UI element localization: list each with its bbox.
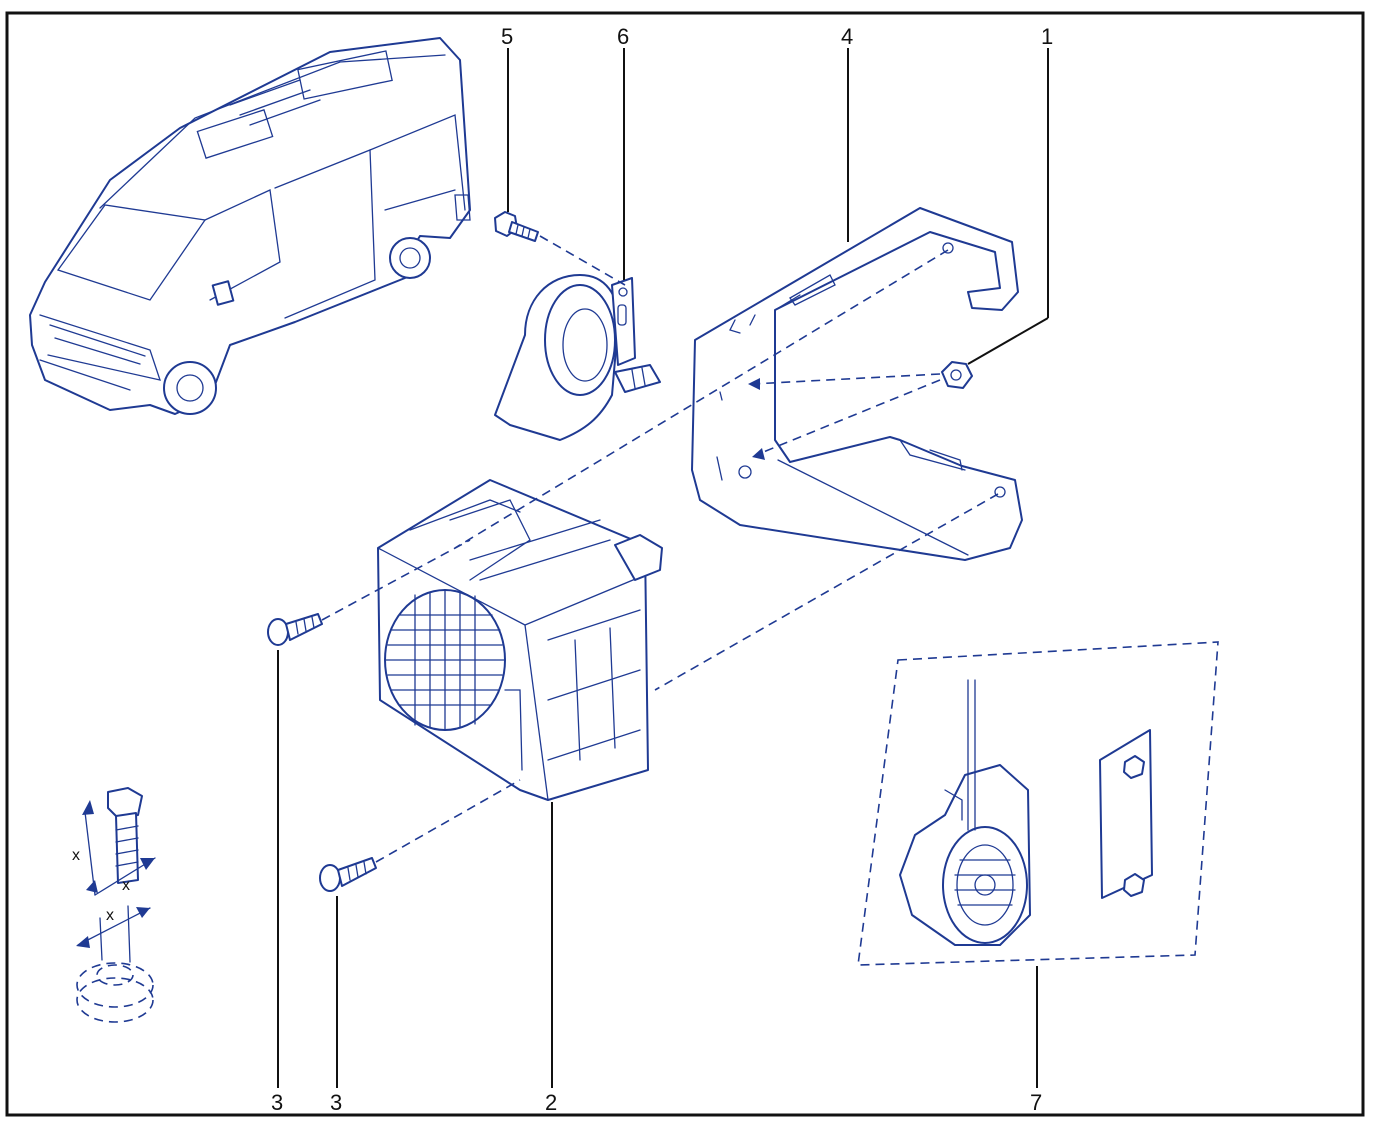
part-1-nut — [941, 361, 973, 389]
dimension-detail: x x x — [72, 787, 156, 1023]
mounting-plate — [1099, 729, 1153, 899]
callout-numbers: 5 6 4 1 3 3 2 7 — [271, 24, 1053, 1115]
dimension-x-label-2: x — [122, 877, 130, 894]
dimension-x-label-3: x — [106, 907, 114, 924]
leader-lines — [277, 48, 1049, 1088]
callout-2: 2 — [545, 1090, 557, 1115]
part-4-bracket — [691, 207, 1023, 561]
part-2-siren-box — [377, 479, 663, 801]
dimension-x-label-1: x — [72, 847, 80, 864]
callout-1: 1 — [1041, 24, 1053, 49]
callout-3-right: 3 — [330, 1090, 342, 1115]
reverse-beeper — [899, 679, 1031, 946]
van-illustration — [29, 37, 471, 415]
callout-7: 7 — [1030, 1090, 1042, 1115]
callout-6: 6 — [617, 24, 629, 49]
callout-3-left: 3 — [271, 1090, 283, 1115]
part-3-screw-upper — [267, 613, 323, 646]
assembly-lines — [321, 235, 999, 863]
speaker-grille — [385, 589, 505, 731]
diagram-border — [5, 11, 1365, 1117]
part-7-kit — [857, 641, 1219, 966]
part-3-screw-lower — [319, 857, 377, 892]
callout-5: 5 — [501, 24, 513, 49]
part-5-bolt — [494, 211, 539, 242]
callout-4: 4 — [841, 24, 853, 49]
part-6-horn — [494, 274, 661, 441]
